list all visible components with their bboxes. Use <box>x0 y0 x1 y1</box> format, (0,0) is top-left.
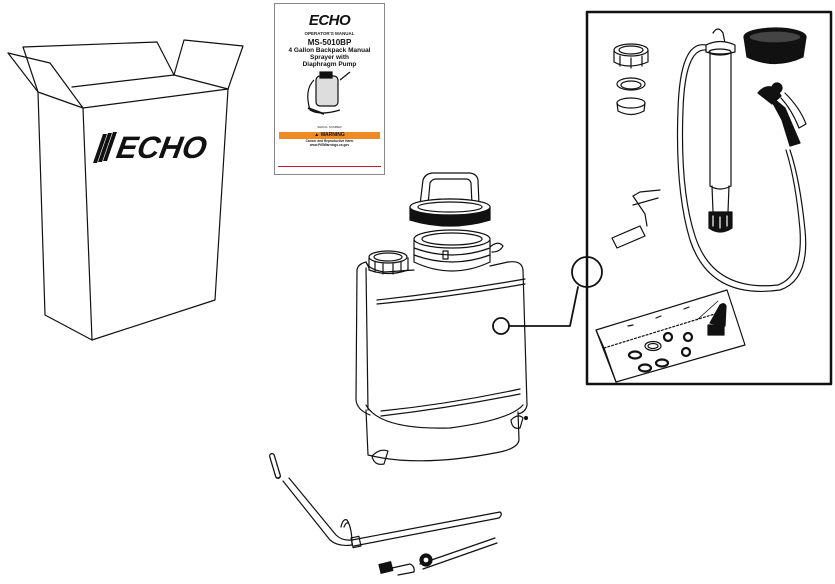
manual-title-line2: Sprayer with <box>309 54 349 61</box>
filter-basket <box>743 27 807 65</box>
tank-lid <box>409 172 491 227</box>
echo-logo <box>93 132 117 163</box>
parts-callout-frame <box>585 10 833 386</box>
spray-wand <box>269 453 502 576</box>
pump-cylinder <box>705 28 736 233</box>
manual-sprayer-illustration <box>306 71 350 115</box>
mount-bracket <box>611 189 661 249</box>
collar-nut <box>613 43 649 69</box>
manual-warning-text: Cancer and Reproductive Harm <box>305 139 354 143</box>
operators-manual: ECHO OPERATOR'S MANUAL MS-5010BP 4 Gallo… <box>274 3 385 175</box>
parts-bag <box>595 289 746 383</box>
sprayer-tank <box>355 229 529 465</box>
manual-title-line3: Diaphragm Pump <box>302 61 357 68</box>
spray-handle <box>757 82 807 147</box>
o-ring <box>616 77 646 91</box>
manual-brand-logo: ECHO <box>308 12 351 29</box>
shipping-box <box>7 39 244 341</box>
manual-serial-label: SERIAL NUMBER <box>317 125 342 129</box>
seal-ring <box>616 97 646 116</box>
callout-connector <box>492 256 603 335</box>
manual-footer-rule <box>278 166 381 167</box>
box-brand-text: ECHO <box>114 130 210 165</box>
manual-warning-banner: ▲ WARNING <box>279 132 380 139</box>
hose <box>676 44 807 292</box>
manual-title-line1: 4 Gallon Backpack Manual <box>288 47 371 54</box>
manual-warning-url: www.P65Warnings.ca.gov <box>309 143 350 147</box>
manual-model: MS-5010BP <box>307 38 352 47</box>
manual-subtitle: OPERATOR'S MANUAL <box>304 31 355 36</box>
